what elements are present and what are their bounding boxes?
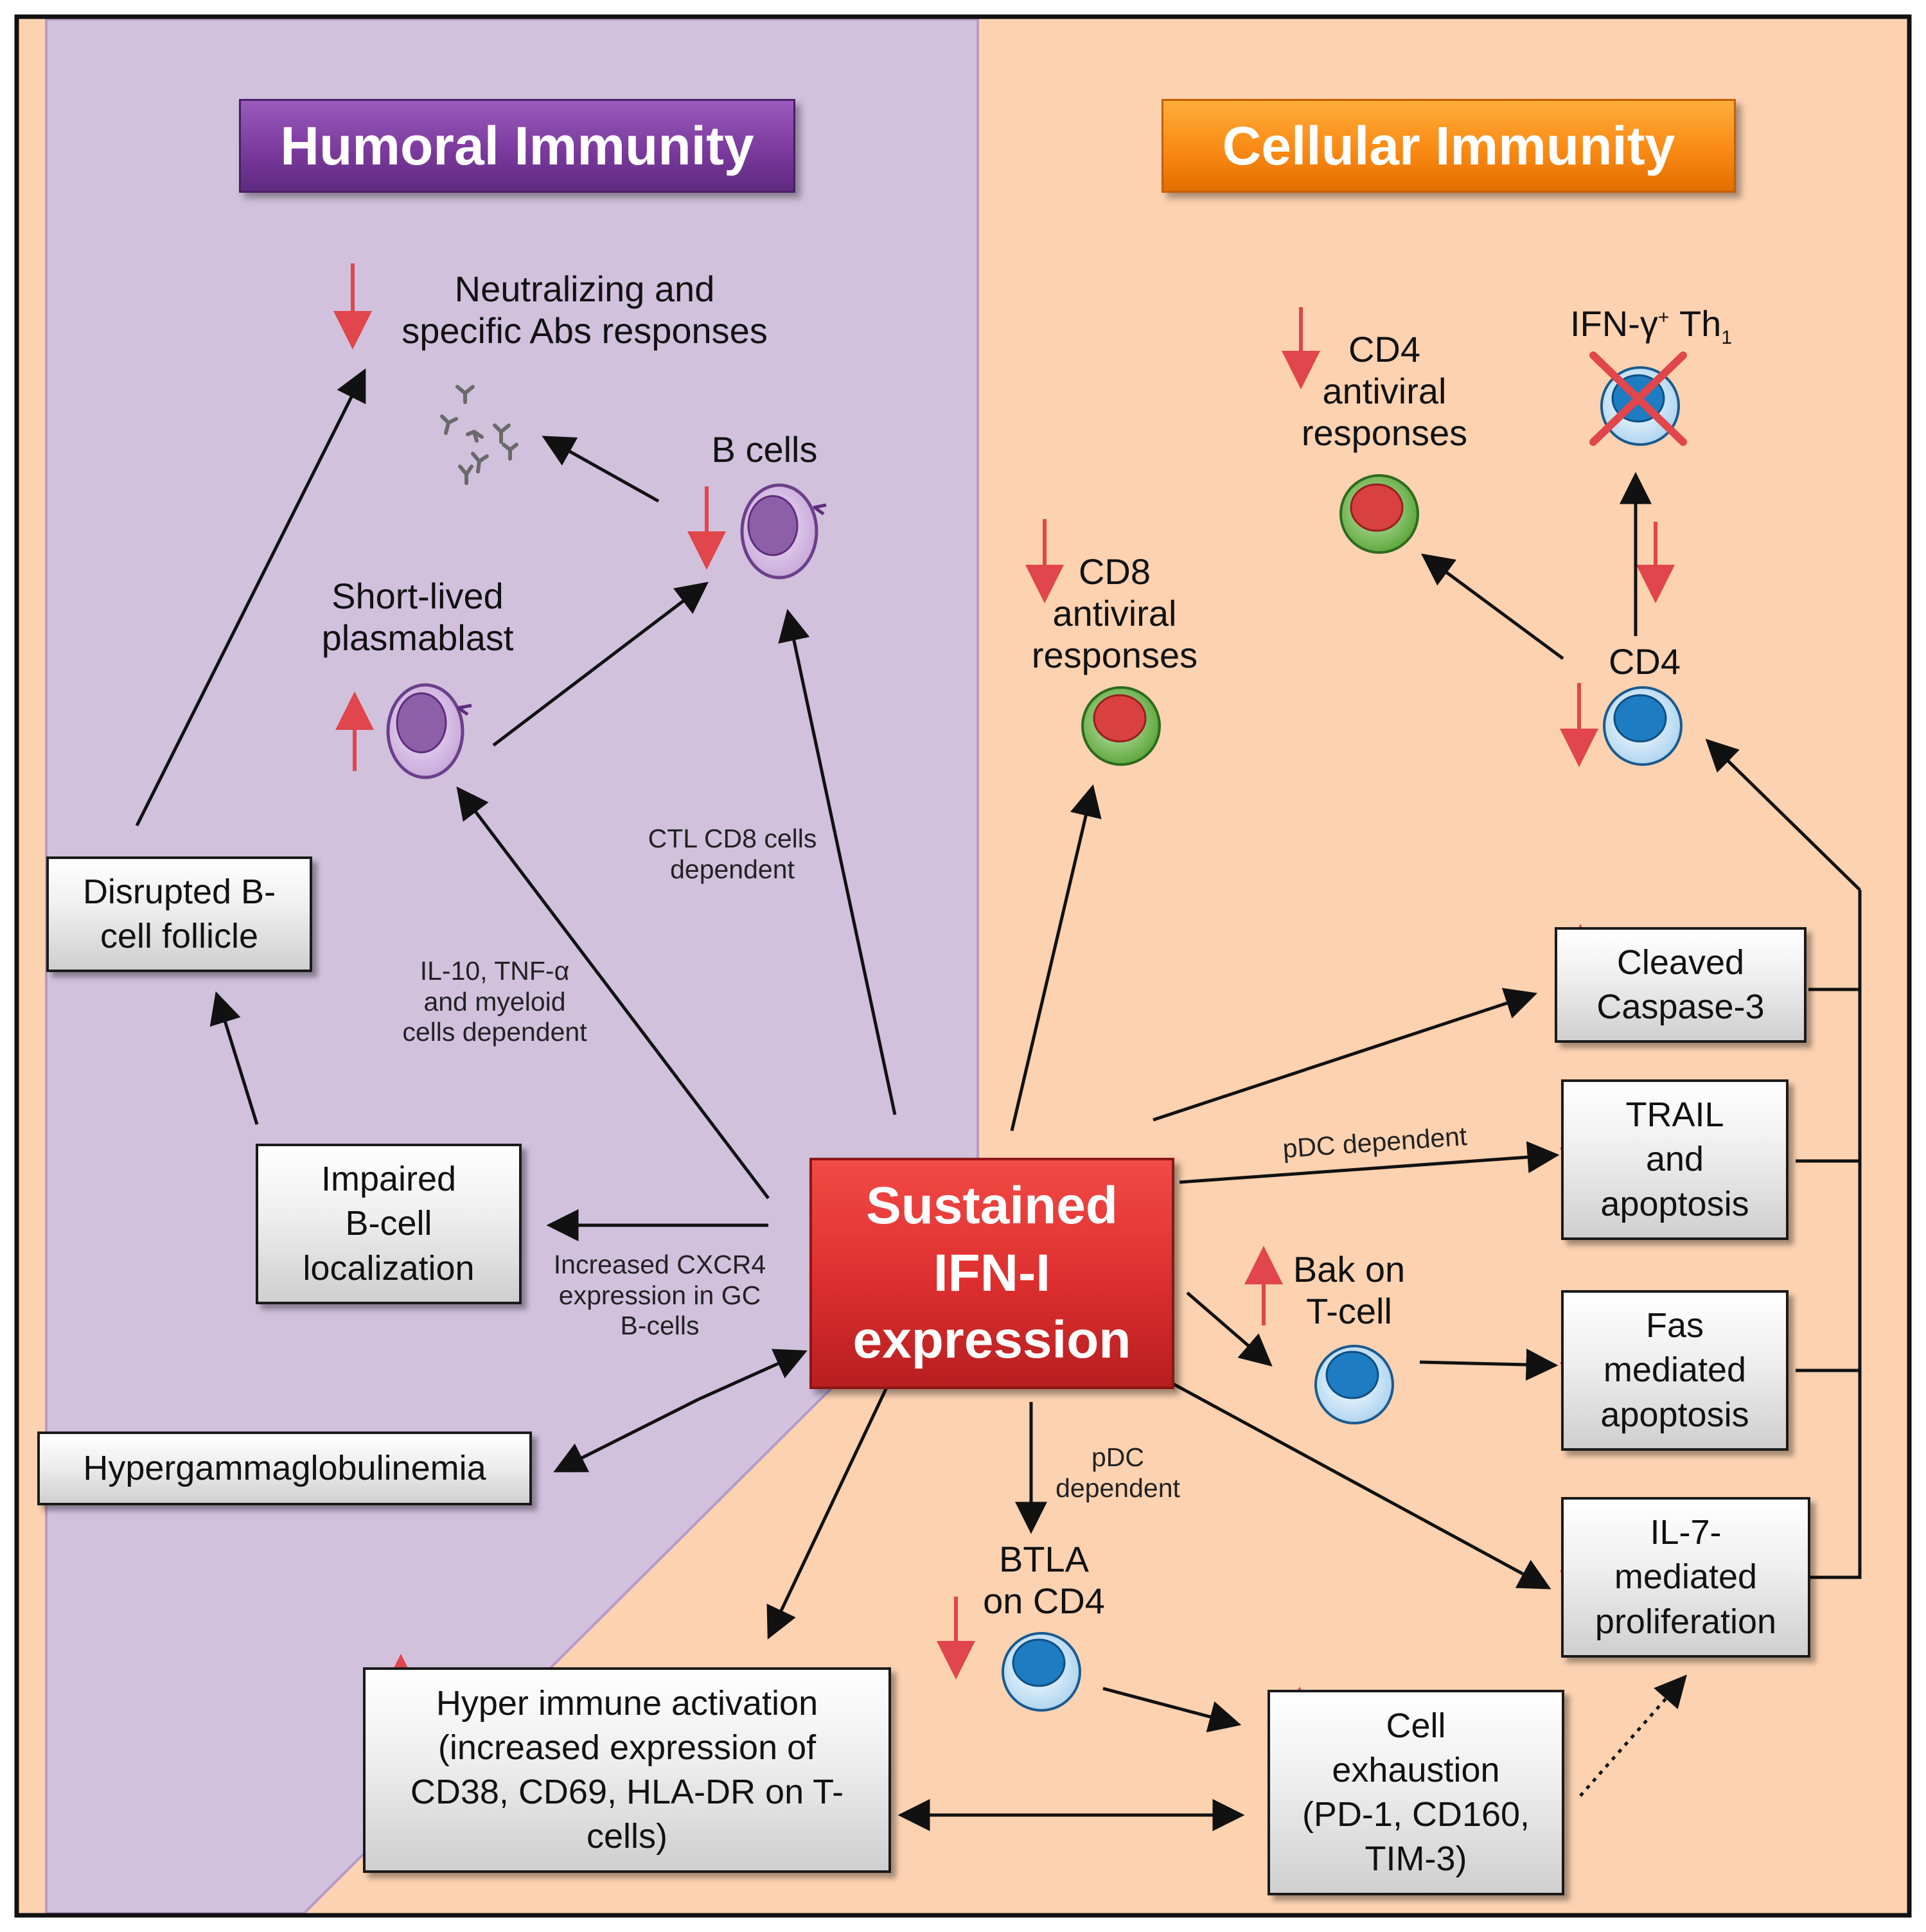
btla-label: BTLA on CD4 [983, 1539, 1105, 1621]
trail-apoptosis-box: TRAIL and apoptosis [1561, 1079, 1789, 1240]
arrow-hypergamma-ifn-b [553, 1397, 700, 1473]
sustained-ifn-i-label: Sustained IFN-I expression [853, 1176, 1131, 1370]
arrow-bcells-to-abs [542, 436, 660, 503]
cell-exhaustion-label: Cell exhaustion (PD-1, CD160, TIM-3) [1302, 1706, 1530, 1879]
t-cell-icon [1002, 1632, 1081, 1712]
impaired-localization-label: Impaired B-cell localization [303, 1160, 475, 1288]
bak-label: Bak on T-cell [1293, 1249, 1406, 1331]
pdc-dependent-note-2: pDC dependent [1056, 1442, 1180, 1503]
il10-tnf-note: IL-10, TNF-α and myeloid cells dependent [402, 956, 587, 1047]
t-cell-icon [1314, 1345, 1394, 1424]
ifn-gamma-th1-label: IFN-γ+ Th1 [1570, 303, 1732, 349]
cd4-label: CD4 [1608, 641, 1681, 682]
cd4-antiviral-label: CD4 antiviral responses [1301, 329, 1468, 453]
antibody-icon [440, 385, 518, 485]
b-cells-label: B cells [711, 429, 818, 470]
arrow-ifn-to-hyper [766, 1366, 898, 1640]
trail-apoptosis-label: TRAIL and apoptosis [1600, 1095, 1749, 1223]
cross-icon [1589, 351, 1687, 446]
hyper-activation-label: Hyper immune activation (increased expre… [410, 1683, 844, 1856]
arrow-btla-to-exhaustion [1102, 1687, 1242, 1733]
sustained-ifn-i-box: Sustained IFN-I expression [809, 1158, 1174, 1389]
effector-cell-icon [1081, 686, 1161, 766]
arrow-hypergamma-ifn-a [697, 1349, 808, 1401]
cd8-antiviral-label: CD8 antiviral responses [1031, 551, 1198, 675]
disrupted-follicle-box: Disrupted B- cell follicle [46, 856, 312, 972]
arrow-ifn-to-trail [1179, 1141, 1560, 1184]
arrow-bus-to-cd4 [1705, 738, 1861, 891]
arrow-bak-to-fas [1419, 1348, 1559, 1381]
cleaved-caspase-box: Cleaved Caspase-3 [1555, 927, 1807, 1043]
arrow-ifn-to-bak [1186, 1291, 1273, 1367]
neutralizing-abs-label: Neutralizing and specific Abs responses [402, 269, 768, 351]
t-cell-icon [1603, 686, 1683, 766]
frame [14, 14, 1912, 1918]
arrow-ifn-to-il7 [1138, 1363, 1551, 1590]
arrow-ifn-to-caspase [1153, 988, 1538, 1122]
hypergammaglobulinemia-box: Hypergammaglobulinemia [37, 1431, 532, 1505]
arrow-ifn-to-plasmablast [456, 786, 770, 1200]
fas-apoptosis-label: Fas mediated apoptosis [1600, 1306, 1749, 1434]
plasmablast-label: Short-lived plasmablast [321, 576, 514, 658]
arrow-ifn-to-cd8 [1010, 784, 1102, 1131]
cellular-immunity-title: Cellular Immunity [1162, 99, 1736, 193]
hypergammaglobulinemia-label: Hypergammaglobulinemia [83, 1448, 486, 1487]
arrow-plasmablast-to-bcells [492, 581, 709, 747]
il7-proliferation-box: IL-7- mediated proliferation [1561, 1497, 1810, 1658]
impaired-localization-box: Impaired B-cell localization [256, 1144, 522, 1304]
b-cell-icon [740, 483, 827, 580]
cleaved-caspase-label: Cleaved Caspase-3 [1596, 943, 1765, 1026]
arrow-impaired-to-follicle [209, 991, 259, 1125]
effector-cell-icon [1339, 474, 1419, 554]
right-bus [1808, 988, 1862, 1579]
il7-proliferation-label: IL-7- mediated proliferation [1595, 1513, 1777, 1641]
arrow-exhaustion-to-il7 [1579, 1674, 1687, 1797]
connector-arrows [135, 368, 1862, 1831]
plasmablast-icon [386, 683, 472, 779]
fas-apoptosis-box: Fas mediated apoptosis [1561, 1290, 1789, 1451]
humoral-immunity-title: Humoral Immunity [239, 99, 795, 193]
disrupted-follicle-label: Disrupted B- cell follicle [82, 872, 276, 955]
arrow-ifn-to-bcells [778, 608, 897, 1115]
cxcr4-note: Increased CXCR4 expression in GC B-cells [553, 1250, 766, 1341]
arrow-cd4-to-antiviral [1420, 553, 1564, 660]
arrow-follicle-to-abs [135, 368, 366, 827]
hyper-activation-box: Hyper immune activation (increased expre… [363, 1667, 891, 1873]
ctl-cd8-note: CTL CD8 cells dependent [648, 824, 817, 884]
cell-exhaustion-box: Cell exhaustion (PD-1, CD160, TIM-3) [1268, 1690, 1564, 1895]
